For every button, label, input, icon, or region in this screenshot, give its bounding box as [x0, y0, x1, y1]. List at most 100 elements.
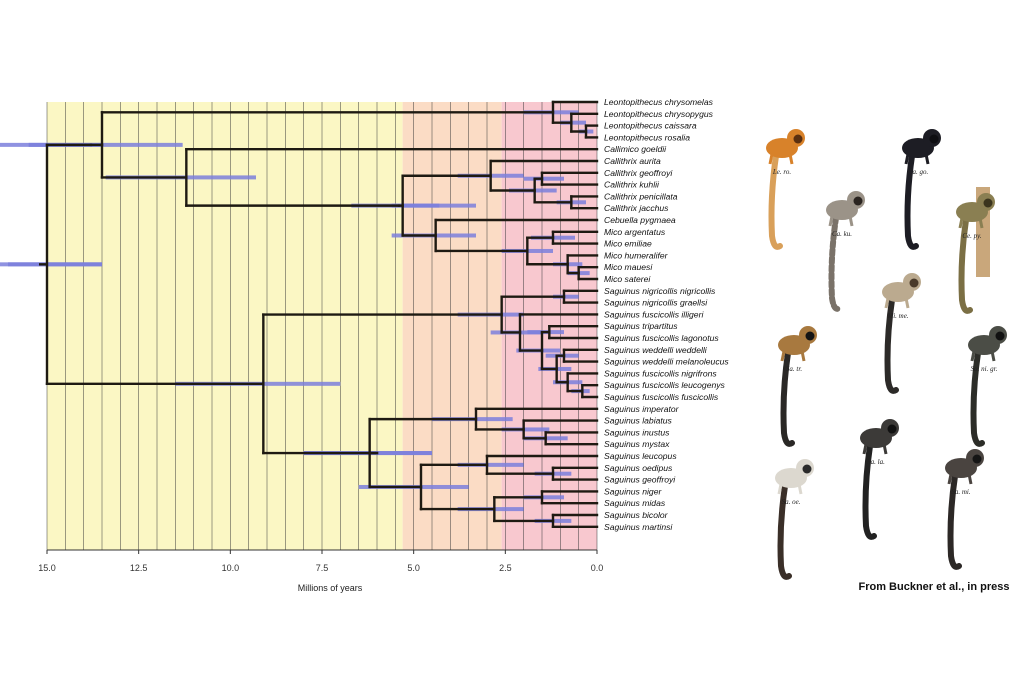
monkey-face	[983, 198, 993, 208]
tick-label: 15.0	[38, 563, 56, 573]
monkey-tail	[958, 217, 973, 314]
hpd-bar	[28, 142, 183, 147]
monkey-leg	[800, 350, 806, 362]
monkey-face	[909, 278, 919, 288]
taxon-label: Saguinus mystax	[604, 439, 670, 449]
taxon-label: Saguinus fuscicollis lagonotus	[604, 333, 719, 343]
taxon-label: Mico emiliae	[604, 239, 652, 249]
taxon-label: Saguinus weddelli weddelli	[604, 345, 708, 355]
taxon-label: Cebuella pygmaea	[604, 215, 676, 225]
species-abbrev: Sa. ni. gr.	[971, 365, 998, 373]
monkey-illustration: Mi. me.	[882, 273, 921, 394]
taxon-label: Saguinus leucopus	[604, 451, 677, 461]
hpd-bar	[553, 294, 579, 299]
monkey-face	[793, 134, 803, 144]
monkey-tail	[862, 443, 877, 540]
taxon-label: Saguinus weddelli melanoleucus	[604, 357, 729, 367]
taxon-label: Leontopithecus chrysomelas	[604, 97, 714, 107]
monkey-tail	[884, 297, 899, 394]
monkey-leg	[990, 350, 996, 362]
monkey-leg	[924, 153, 930, 165]
hpd-bar	[560, 120, 586, 125]
hpd-bar	[523, 176, 564, 181]
taxon-label: Saguinus martinsi	[604, 522, 673, 532]
species-abbrev: Ca. ku.	[832, 230, 852, 238]
taxon-label: Saguinus oedipus	[604, 463, 673, 473]
tree-branches	[39, 100, 599, 528]
monkey-leg	[882, 443, 888, 455]
monkey-illustration: Sa. ni. gr.	[968, 326, 1007, 447]
taxon-label: Callithrix geoffroyi	[604, 168, 673, 178]
monkey-tail	[970, 350, 985, 447]
tick-label: 5.0	[407, 563, 420, 573]
monkey-leg	[958, 217, 964, 229]
taxon-label: Saguinus geoffroyi	[604, 475, 676, 485]
monkey-leg	[978, 217, 984, 229]
monkey-leg	[884, 297, 890, 309]
taxon-label: Callithrix aurita	[604, 156, 661, 166]
species-abbrev: Ce. py.	[962, 232, 981, 240]
monkey-leg	[777, 483, 783, 495]
taxon-label: Mico mauesi	[604, 262, 653, 272]
monkey-leg	[828, 215, 834, 227]
monkey-illustration: Sa. oe.	[775, 459, 814, 580]
taxon-label: Saguinus labiatus	[604, 416, 673, 426]
monkey-tail	[904, 153, 919, 250]
taxon-label: Saguinus bicolor	[604, 510, 669, 520]
monkey-leg	[848, 215, 854, 227]
monkey-leg	[788, 153, 794, 165]
tick-label: 2.5	[499, 563, 512, 573]
species-abbrev: Mi. me.	[886, 312, 908, 320]
tick-label: 7.5	[316, 563, 329, 573]
monkey-tail	[828, 215, 843, 312]
taxon-label: Callithrix kuhlii	[604, 180, 660, 190]
monkey-illustration: Sa. la.	[860, 419, 899, 540]
taxon-label: Saguinus tripartitus	[604, 321, 678, 331]
taxon-label: Callithrix jacchus	[604, 203, 669, 213]
monkey-leg	[947, 473, 953, 485]
monkey-illustration: Ce. py.	[956, 187, 995, 314]
axis-title: Millions of years	[298, 583, 363, 593]
taxon-label: Saguinus inustus	[604, 427, 670, 437]
hpd-bar	[8, 262, 102, 267]
monkey-leg	[780, 350, 786, 362]
monkey-face	[929, 134, 939, 144]
taxon-label: Saguinus imperator	[604, 404, 680, 414]
monkey-illustration: Le. ro.	[766, 129, 805, 250]
monkey-face	[802, 464, 812, 474]
monkey-illustration: Sa. mi.	[945, 449, 984, 570]
monkey-leg	[904, 297, 910, 309]
species-abbrev: Sa. mi.	[951, 488, 971, 496]
taxon-label: Saguinus fuscicollis illigeri	[604, 309, 704, 319]
taxon-label: Saguinus nigricollis graellsi	[604, 298, 708, 308]
species-abbrev: Sa. tr.	[786, 365, 802, 373]
taxon-label: Callithrix penicillata	[604, 191, 678, 201]
species-abbrev: Le. ro.	[772, 168, 791, 176]
taxon-labels: Leontopithecus chrysomelasLeontopithecus…	[604, 97, 729, 532]
monkey-tail	[947, 473, 962, 570]
monkey-face	[805, 331, 815, 341]
monkey-face	[972, 454, 982, 464]
taxon-label: Saguinus fuscicollis nigrifrons	[604, 368, 717, 378]
tick-label: 10.0	[222, 563, 240, 573]
hpd-bar	[523, 495, 564, 500]
taxon-label: Mico humeralifer	[604, 250, 669, 260]
monkey-illustration: Ca. ku.	[826, 191, 865, 312]
credit-text: From Buckner et al., in press	[859, 581, 1010, 593]
taxon-label: Saguinus nigricollis nigricollis	[604, 286, 716, 296]
monkey-illustration: Sa. tr.	[778, 326, 817, 447]
hpd-bar	[457, 462, 524, 467]
period-band	[47, 102, 403, 550]
tick-label: 12.5	[130, 563, 148, 573]
taxon-label: Leontopithecus caissara	[604, 121, 697, 131]
taxon-label: Saguinus niger	[604, 486, 662, 496]
species-abbrev: Sa. oe.	[782, 498, 801, 506]
taxon-label: Callimico goeldii	[604, 144, 667, 154]
monkey-face	[995, 331, 1005, 341]
taxon-label: Saguinus midas	[604, 498, 666, 508]
species-abbrev: Sa. la.	[867, 458, 885, 466]
taxon-label: Leontopithecus chrysopygus	[604, 109, 714, 119]
hpd-bar	[391, 203, 476, 208]
monkey-leg	[970, 350, 976, 362]
